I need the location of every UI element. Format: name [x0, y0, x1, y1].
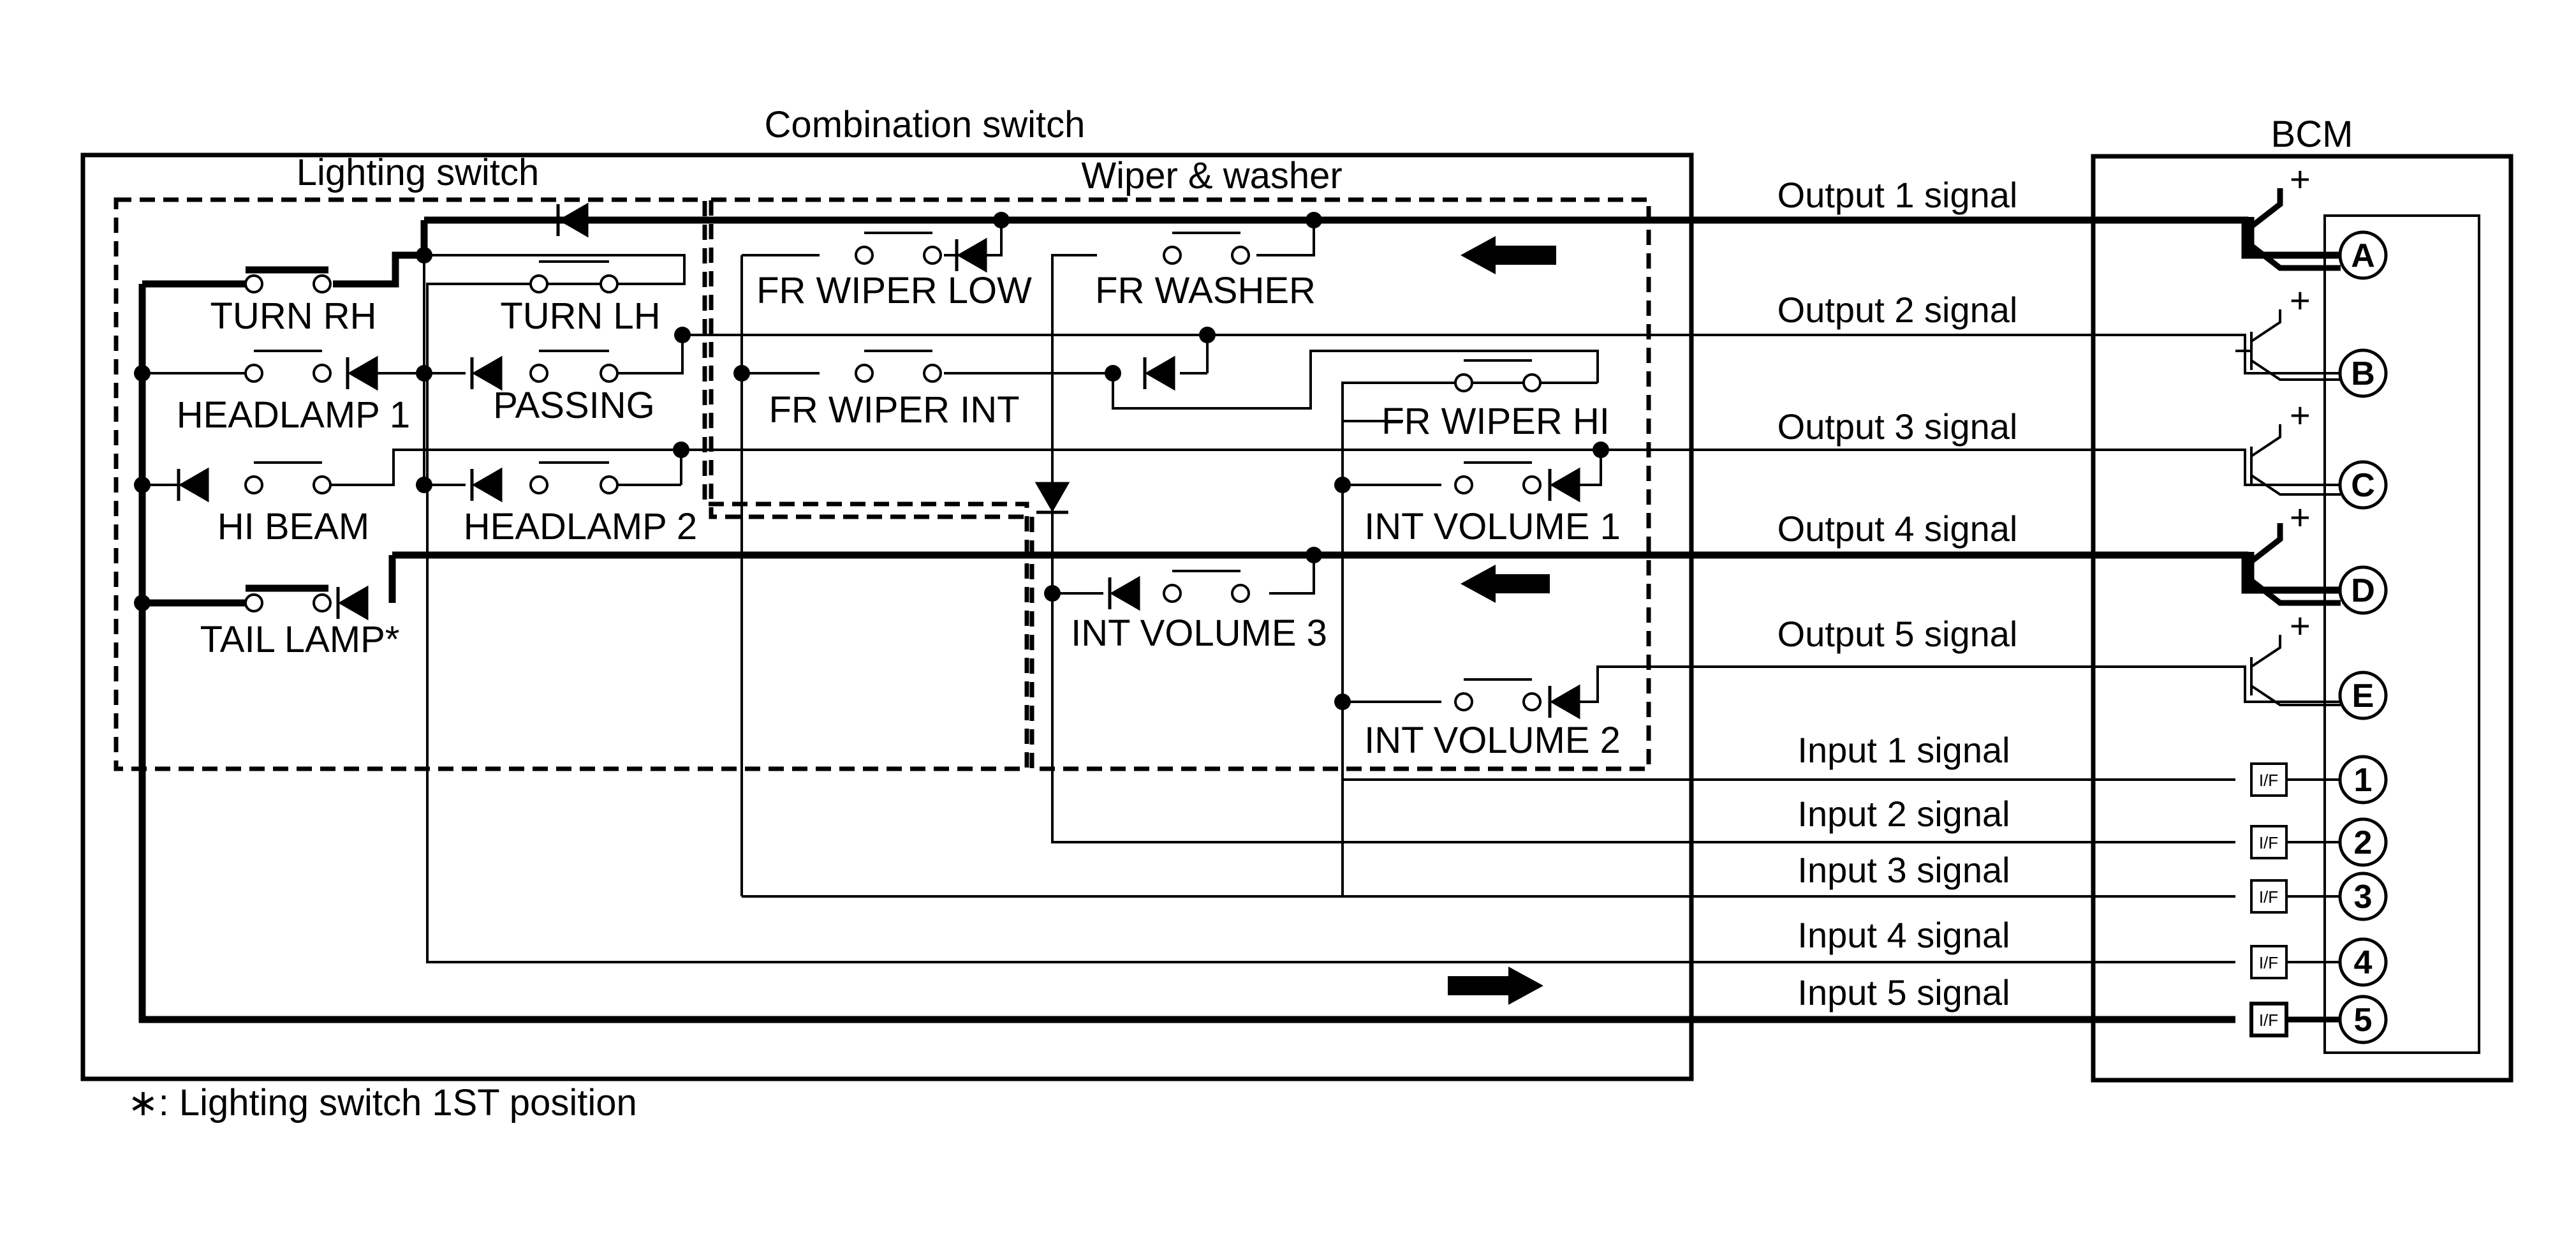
svg-text:1: 1: [2354, 762, 2373, 799]
bcm-connector-block: [2323, 214, 2480, 1054]
junction-dots: [134, 212, 1609, 710]
plus-sign-a: +: [2290, 159, 2311, 199]
label-int-volume-2: INT VOLUME 2: [1364, 720, 1621, 761]
plus-sign-e: +: [2290, 605, 2311, 646]
footnote: ∗: Lighting switch 1ST position: [128, 1082, 637, 1124]
flow-arrows: [1448, 236, 1556, 1005]
pin-a: A: [2338, 230, 2388, 280]
transistor-b: [2235, 309, 2341, 381]
label-output-3: Output 3 signal: [1777, 406, 2018, 447]
pin-circles: A B C D E 1 2 3 4 5: [2338, 230, 2388, 1044]
arrow-right-input5: [1448, 967, 1543, 1005]
label-fr-wiper-hi: FR WIPER HI: [1381, 401, 1610, 442]
interface-boxes: I/F I/F I/F I/F I/F: [2249, 762, 2341, 1037]
svg-text:C: C: [2351, 467, 2375, 504]
transistor-d: [2248, 523, 2341, 606]
label-output-5: Output 5 signal: [1777, 614, 2018, 654]
plus-signs: + + + + +: [2290, 159, 2311, 646]
label-input-4: Input 4 signal: [1797, 915, 2010, 955]
pin-b: B: [2338, 348, 2388, 398]
pin-3: 3: [2338, 872, 2388, 921]
svg-text:I/F: I/F: [2259, 1011, 2278, 1030]
switch-labels: TURN RH TURN LH HEADLAMP 1 PASSING HI BE…: [177, 270, 1621, 761]
label-tail-lamp: TAIL LAMP*: [200, 619, 400, 660]
svg-text:A: A: [2351, 237, 2375, 274]
label-hi-beam: HI BEAM: [217, 506, 370, 547]
svg-text:5: 5: [2354, 1002, 2373, 1039]
svg-text:D: D: [2351, 572, 2375, 609]
arrow-left-output1: [1461, 236, 1556, 274]
svg-text:I/F: I/F: [2259, 833, 2278, 852]
bcm-box: [2091, 154, 2513, 1083]
label-output-1: Output 1 signal: [1777, 175, 2018, 215]
lighting-switch-title: Lighting switch: [297, 152, 539, 193]
pin-4: 4: [2338, 937, 2388, 987]
combination-switch-title: Combination switch: [765, 104, 1086, 145]
label-input-2: Input 2 signal: [1797, 794, 2010, 834]
if-box-4: I/F: [2250, 945, 2341, 979]
label-input-1: Input 1 signal: [1797, 730, 2010, 770]
transistor-e: [2250, 635, 2341, 706]
label-turn-lh: TURN LH: [500, 295, 660, 337]
pin-e: E: [2338, 671, 2388, 720]
label-input-3: Input 3 signal: [1797, 850, 2010, 890]
transistor-a: [2248, 188, 2341, 271]
svg-text:B: B: [2351, 355, 2375, 392]
thick-wires: [138, 216, 2341, 1023]
svg-text:I/F: I/F: [2259, 953, 2278, 972]
arrow-left-output4: [1461, 565, 1550, 603]
transistor-c: [2250, 424, 2341, 496]
svg-text:4: 4: [2354, 944, 2373, 981]
label-headlamp-2: HEADLAMP 2: [464, 506, 697, 547]
label-output-2: Output 2 signal: [1777, 290, 2018, 330]
label-input-5: Input 5 signal: [1797, 972, 2010, 1013]
label-turn-rh: TURN RH: [210, 295, 377, 337]
svg-text:E: E: [2352, 678, 2374, 715]
pin-d: D: [2338, 565, 2388, 615]
pin-5: 5: [2338, 995, 2388, 1044]
label-int-volume-1: INT VOLUME 1: [1364, 506, 1621, 547]
bcm-title: BCM: [2271, 114, 2353, 155]
plus-sign-c: +: [2290, 395, 2311, 435]
combination-switch-box: [80, 152, 1694, 1081]
if-box-1: I/F: [2250, 762, 2341, 797]
plus-sign-d: +: [2290, 497, 2311, 537]
label-headlamp-1: HEADLAMP 1: [177, 394, 410, 436]
svg-text:I/F: I/F: [2259, 887, 2278, 907]
signal-labels: Output 1 signal Output 2 signal Output 3…: [1777, 175, 2018, 1013]
label-int-volume-3: INT VOLUME 3: [1071, 612, 1327, 654]
label-output-4: Output 4 signal: [1777, 508, 2018, 549]
pin-1: 1: [2338, 755, 2388, 805]
diodes: [177, 202, 1580, 720]
switch-contacts: [244, 232, 1542, 711]
label-fr-wiper-low: FR WIPER LOW: [756, 270, 1032, 311]
if-box-2: I/F: [2250, 825, 2341, 859]
wiper-washer-title: Wiper & washer: [1081, 155, 1342, 197]
if-box-5: I/F: [2249, 1002, 2341, 1037]
label-fr-washer: FR WASHER: [1095, 270, 1316, 311]
label-fr-wiper-int: FR WIPER INT: [769, 389, 1019, 431]
if-box-3: I/F: [2250, 879, 2341, 914]
pin-c: C: [2338, 460, 2388, 510]
label-passing: PASSING: [493, 385, 655, 426]
bcm-transistors: [2235, 188, 2341, 706]
svg-text:2: 2: [2354, 824, 2373, 861]
plus-sign-b: +: [2290, 280, 2311, 320]
svg-text:I/F: I/F: [2259, 771, 2278, 790]
pin-2: 2: [2338, 817, 2388, 867]
lighting-switch-outline: [114, 197, 1029, 771]
wiper-washer-outline: [709, 197, 1651, 771]
svg-text:3: 3: [2354, 879, 2373, 916]
